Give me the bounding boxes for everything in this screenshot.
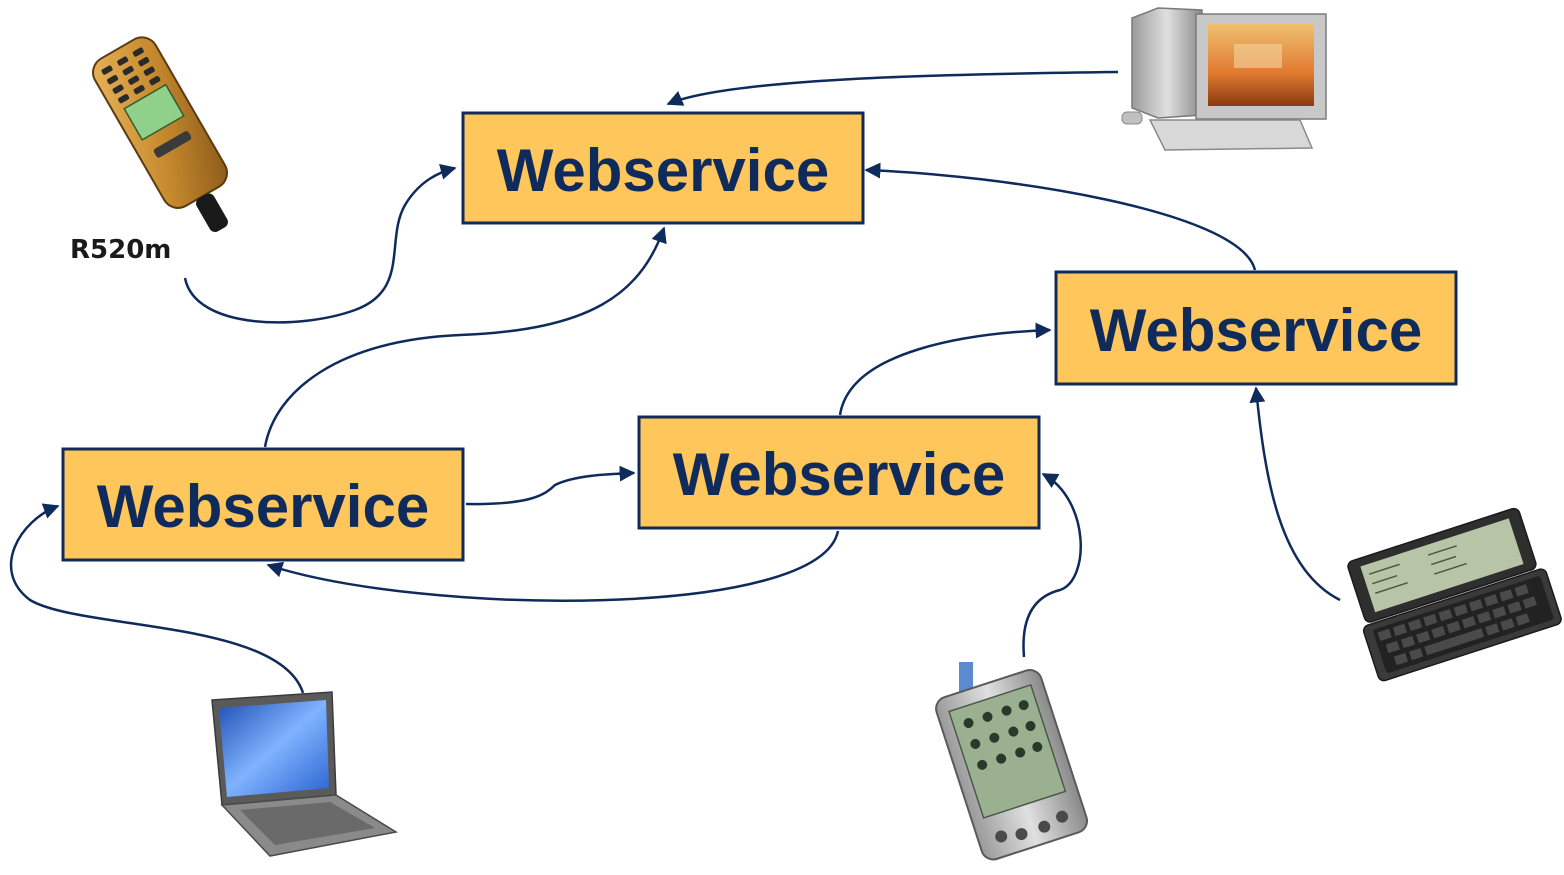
webservice-node-middle: Webservice bbox=[637, 415, 1041, 530]
arrow-handheld-to-right bbox=[1249, 386, 1341, 602]
arrow-left-to-middle bbox=[465, 465, 636, 506]
webservice-node-right: Webservice bbox=[1054, 270, 1458, 386]
webservice-label-top: Webservice bbox=[497, 137, 829, 204]
webservice-node-top: Webservice bbox=[461, 111, 865, 225]
handheld-computer-icon bbox=[1347, 507, 1562, 682]
webservice-label-middle: Webservice bbox=[673, 441, 1005, 508]
phone-model-label: R520m bbox=[70, 235, 171, 265]
arrow-left-to-top bbox=[263, 226, 667, 448]
arrow-right-to-top bbox=[864, 162, 1257, 271]
webservice-label-left: Webservice bbox=[97, 473, 429, 540]
webservice-label-right: Webservice bbox=[1090, 297, 1422, 364]
connections bbox=[9, 70, 1341, 694]
arrow-middle-to-right bbox=[838, 322, 1052, 416]
laptop-icon bbox=[211, 691, 399, 857]
arrow-desktop-to-top bbox=[666, 70, 1119, 106]
webservice-node-left: Webservice bbox=[61, 447, 465, 562]
desktop-computer-icon bbox=[1121, 7, 1327, 151]
arrow-middle-to-left bbox=[266, 530, 840, 602]
pda-icon bbox=[935, 662, 1088, 861]
arrow-pda-to-middle bbox=[1022, 472, 1082, 658]
arrow-laptop-to-left bbox=[9, 503, 305, 694]
arrow-phone-to-top bbox=[183, 163, 457, 324]
mobile-phone-icon bbox=[92, 36, 228, 233]
